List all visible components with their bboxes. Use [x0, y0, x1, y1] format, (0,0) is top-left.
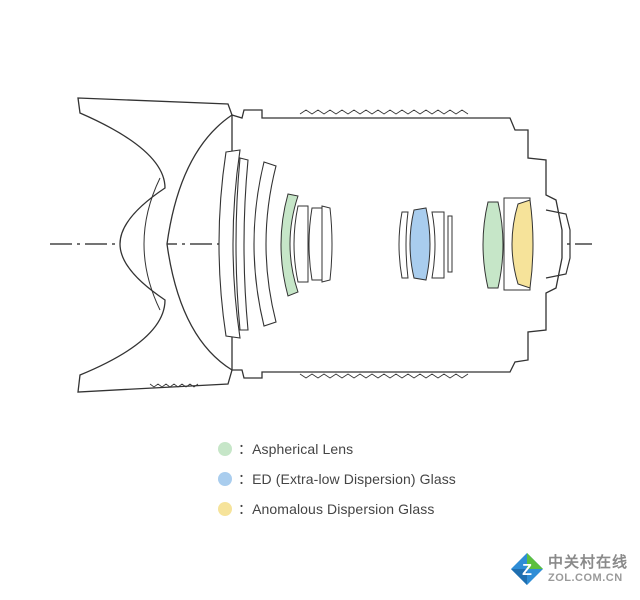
zol-watermark: Z 中关村在线 ZOL.COM.CN [510, 552, 628, 586]
front-doublet-a [293, 205, 309, 283]
legend-swatch-aspherical [218, 442, 232, 456]
watermark-cn-text: 中关村在线 [547, 553, 628, 571]
lens-mount [545, 209, 571, 279]
legend-label-ed: ：ED (Extra-low Dispersion) Glass [238, 471, 456, 487]
middle-element-2 [431, 211, 445, 279]
front-element-2 [235, 157, 249, 331]
front-element-3 [253, 161, 277, 327]
legend-label-anomalous: ：Anomalous Dispersion Glass [238, 501, 435, 517]
lens-barrel-outline [231, 109, 563, 379]
zol-logo-icon: Z [510, 553, 543, 585]
front-element-1 [218, 149, 241, 339]
lens-hood-inner-curve [143, 177, 161, 311]
legend-swatch-anomalous [218, 502, 232, 516]
middle-element-1 [398, 211, 409, 279]
front-doublet-c [321, 205, 333, 283]
anomalous-dispersion-element [511, 199, 534, 289]
zol-logo-letter: Z [522, 562, 532, 579]
ed-element [409, 207, 431, 281]
hood-knurl-bottom [149, 383, 199, 388]
legend: ：Aspherical Lens ：ED (Extra-low Dispersi… [218, 440, 456, 518]
aspherical-element-rear [482, 201, 504, 289]
focus-ring-knurl-top [299, 109, 469, 115]
legend-label-aspherical: ：Aspherical Lens [238, 441, 354, 457]
focus-ring-knurl-bottom [299, 373, 469, 379]
legend-item-ed: ：ED (Extra-low Dispersion) Glass [218, 470, 456, 488]
legend-item-anomalous: ：Anomalous Dispersion Glass [218, 500, 456, 518]
aspherical-element-front [280, 193, 299, 297]
lens-hood-outline [77, 97, 233, 393]
legend-swatch-ed [218, 472, 232, 486]
middle-element-3 [447, 215, 453, 273]
legend-item-aspherical: ：Aspherical Lens [218, 440, 456, 458]
watermark-en-text: ZOL.COM.CN [547, 571, 623, 584]
